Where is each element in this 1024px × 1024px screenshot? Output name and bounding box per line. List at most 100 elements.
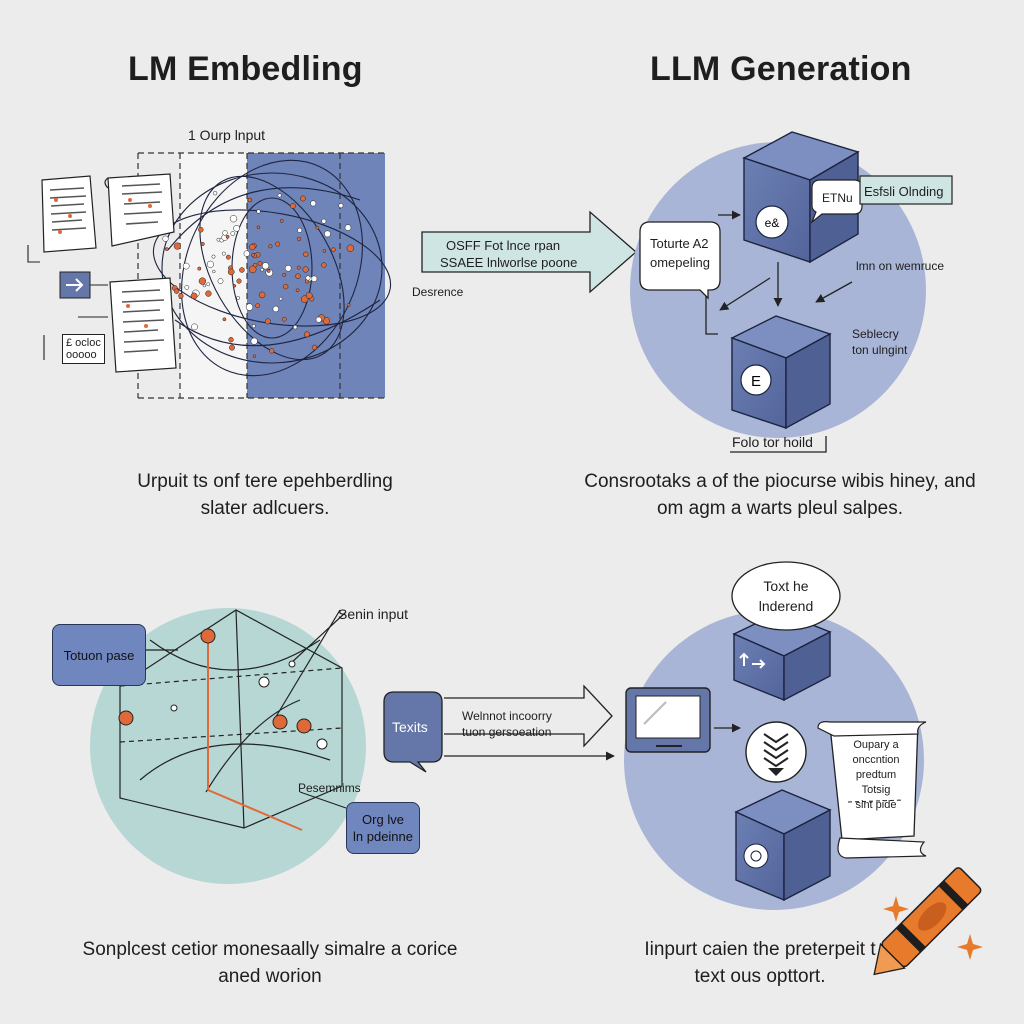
embedding-point [346,244,354,252]
embedding-point [281,316,287,322]
embedding-point [173,242,181,250]
embedding-point [324,230,331,238]
sparkle-icon [883,896,983,960]
output-caption: Iinpurt caien the preterpeit t text ous … [560,936,960,990]
embedding-point [225,234,230,239]
embedding-point [178,293,184,299]
embedding-point [269,348,275,354]
embedding-point [275,241,281,247]
embedding-point [232,284,237,288]
space-arrow-line2: tuon gersoeation [462,725,552,739]
embedding-caption: Urpuit ts onf tere epehberdling slater a… [60,468,470,522]
scroll-document-icon [817,721,927,859]
embedding-point [239,267,245,273]
space-caption: Sonplcest cetior monesaally simalre a co… [40,936,500,990]
embedding-point [321,218,327,224]
embedding-panel [27,152,392,399]
embedding-point [330,247,336,253]
embedding-point [321,262,327,268]
space-axes [207,640,303,831]
space-to-output-arrow [444,684,613,748]
embedding-point [222,230,228,236]
embedding-point [202,283,207,288]
embedding-point [295,288,300,293]
embedding-point [250,337,258,345]
embedding-point [230,231,236,236]
embedding-point [278,297,283,301]
crayon-icon [873,867,982,976]
embedding-point [303,251,309,257]
embedding-point [252,354,257,358]
embedding-point [322,249,327,253]
embedding-point [212,269,216,274]
output-panel [624,561,927,910]
embedding-point [257,261,263,266]
embedding-point [212,191,218,196]
generation-bottom-label: Folo tor hoild [732,434,813,450]
document-icon [104,173,175,247]
embedding-point [296,236,302,242]
document-icon [109,277,177,373]
document-icon [41,175,97,253]
space-left-box: Totuon pase [52,624,146,686]
embedding-point [251,252,255,257]
embedding-point [279,218,284,223]
space-arrow-line1: Welnnot incoorry [462,709,552,723]
embedding-point [249,243,256,251]
embedding-point [173,288,180,294]
embedding-point [283,283,289,290]
embedding-point [261,262,270,270]
embedding-point [305,292,313,299]
svg-text:e&: e& [765,216,780,230]
embedding-point [297,227,303,233]
embedding-point [346,303,351,307]
output-caption-line1: Iinpurt caien the preterpeit t [644,939,876,960]
embedding-point [236,278,242,284]
output-caption-line2: text ous opttort. [694,966,826,987]
embedding-point [315,225,320,230]
embedding-point [256,209,261,214]
embedding-point [217,278,224,284]
embedding-point [211,254,216,259]
side-box-text: Esfsli Olnding [864,184,944,199]
svg-text:E: E [751,373,761,390]
arrow-box-icon [59,271,108,299]
embedding-point [311,344,318,351]
embedding-point [315,316,322,323]
embedding-point [182,262,190,270]
embedding-point [256,225,261,230]
embedding-point [191,323,198,331]
server-cube-icon: E [730,315,832,430]
arrow-below-label: Desrence [412,285,464,299]
embedding-point [198,226,204,233]
embedding-title: LM Embedling [128,50,363,88]
embedding-point [310,200,317,207]
space-panel [90,608,615,884]
embedding-point [284,265,292,272]
space-caption-line2: aned worion [218,966,322,987]
embedding-point [303,331,310,338]
embedding-point [236,296,240,300]
embedding-point [227,268,235,276]
embedding-point [216,237,221,242]
monitor-icon [625,687,711,753]
generation-bubble [639,221,721,300]
generation-title: LLM Generation [650,50,912,88]
embedding-point [190,292,198,300]
embedding-point [305,275,311,281]
embedding-to-generation-arrow [421,210,637,294]
embedding-point [272,305,279,313]
embedding-point [282,272,287,277]
server-cube-icon: e& [742,131,860,264]
embedding-point [300,195,306,202]
embedding-point [229,344,235,351]
side-label-2: Seblecry ton ulngint [852,327,908,357]
embedding-point [164,247,169,251]
space-top-label: Senin input [338,606,409,622]
texits-bubble [383,691,443,773]
embedding-point [251,324,256,329]
texits-bubble-text: Texits [392,719,428,735]
generation-caption-line1: Consrootaks a of the piocurse wibis hine… [584,471,976,492]
embedding-point [264,318,271,325]
